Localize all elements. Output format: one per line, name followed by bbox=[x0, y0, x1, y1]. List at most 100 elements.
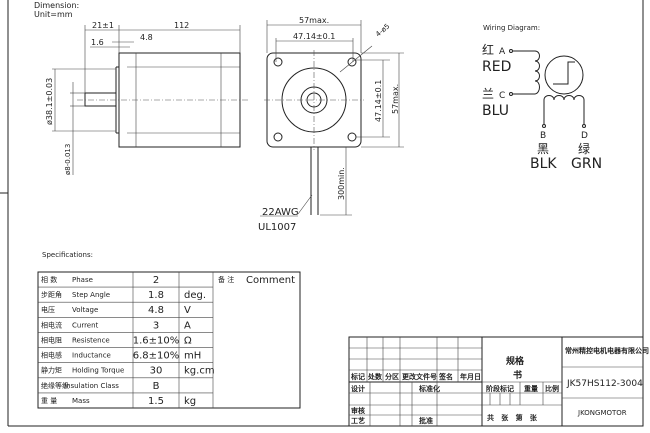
spec-row: 相电感 Inductance 6.8±10% mH bbox=[41, 351, 201, 362]
comment-label: Comment bbox=[246, 275, 295, 286]
spec-label-en: Voltage bbox=[72, 306, 98, 314]
wire-d-color: GRN bbox=[571, 156, 602, 172]
title-block-headers: 标记处数分区更改文件号签名年月日 bbox=[350, 372, 481, 381]
wire-c-letter: C bbox=[499, 91, 505, 101]
side-view bbox=[52, 25, 248, 175]
wire-a-cn: 红 bbox=[482, 42, 494, 57]
spec-label-en: Phase bbox=[72, 276, 93, 284]
spec-value: 6.8±10% bbox=[133, 351, 180, 362]
tb-review: 审核 bbox=[351, 406, 365, 415]
tb-company: 常州精控电机电器有限公司 bbox=[565, 346, 649, 355]
dim-57-top: 57max. bbox=[299, 16, 329, 25]
tb-header: 处数 bbox=[367, 372, 383, 381]
tb-scale: 比例 bbox=[545, 384, 559, 393]
spec-label-en: Holding Torque bbox=[72, 367, 124, 375]
tb-process: 工艺 bbox=[351, 416, 365, 425]
spec-label-cn: 相电流 bbox=[41, 320, 62, 329]
wire-d-cn: 绿 bbox=[578, 141, 590, 156]
wiring-schematic bbox=[509, 49, 586, 128]
spec-label-cn: 相电阻 bbox=[41, 335, 62, 344]
tb-brand: JKONGMOTOR bbox=[577, 409, 627, 417]
wire-b-cn: 黑 bbox=[537, 142, 549, 156]
spec-label-en: Mass bbox=[72, 397, 90, 405]
wiring-title: Wiring Diagram: bbox=[483, 24, 540, 32]
dim-1-6: 1.6 bbox=[91, 38, 104, 47]
spec-label-en: Inductance bbox=[72, 352, 111, 360]
spec-value: 1.8 bbox=[148, 290, 164, 301]
spec-label-cn: 相 数 bbox=[41, 275, 57, 284]
spec-value: 4.8 bbox=[148, 305, 164, 316]
spec-unit: mH bbox=[184, 351, 201, 362]
dim-47-top: 47.14±0.1 bbox=[293, 32, 335, 41]
spec-label-cn: 重 量 bbox=[41, 397, 57, 405]
spec-row: 静力矩 Holding Torque 30 kg.cm bbox=[41, 366, 215, 377]
spec-unit: V bbox=[184, 305, 191, 316]
spec-unit: Ω bbox=[184, 335, 192, 346]
dim-4-8: 4.8 bbox=[140, 33, 153, 42]
spec-label-en: Current bbox=[72, 321, 99, 329]
wire-c-color: BLU bbox=[482, 103, 509, 119]
wire-gauge: 22AWG bbox=[262, 207, 299, 218]
tb-header: 标记 bbox=[350, 372, 365, 381]
spec-value: B bbox=[153, 381, 160, 392]
sheet-frame bbox=[0, 0, 644, 427]
dimension-label: Dimension: bbox=[34, 1, 79, 10]
tb-design: 设计 bbox=[351, 384, 365, 393]
spec-unit: deg. bbox=[184, 290, 206, 301]
spec-unit: kg.cm bbox=[184, 366, 215, 377]
spec-label-cn: 静力矩 bbox=[41, 366, 62, 375]
spec-label-en: Insulation Class bbox=[64, 382, 119, 390]
spec-row: 重 量 Mass 1.5 kg bbox=[41, 396, 196, 407]
wire-type: UL1007 bbox=[258, 222, 296, 233]
specs-title: Specifications: bbox=[42, 251, 93, 259]
dim-57-side: 57max. bbox=[391, 84, 400, 114]
tb-header: 年月日 bbox=[460, 372, 481, 381]
spec-label-en: Resistence bbox=[72, 336, 110, 344]
tb-header: 更改文件号 bbox=[402, 372, 437, 381]
spec-row: 电压 Voltage 4.8 V bbox=[41, 305, 191, 316]
spec-label-cn: 绝缘等级 bbox=[41, 381, 69, 390]
tb-approve: 批准 bbox=[419, 416, 433, 425]
tb-doc-title-1: 规格 bbox=[506, 355, 525, 367]
spec-unit: A bbox=[184, 320, 191, 331]
spec-label-cn: 电压 bbox=[41, 305, 55, 314]
tb-part-number: JK57HS112-3004 bbox=[566, 379, 643, 389]
comment-label-cn: 备 注 bbox=[218, 275, 234, 284]
spec-row: 相电阻 Resistence 1.6±10% Ω bbox=[41, 335, 192, 346]
dim-21: 21±1 bbox=[92, 21, 114, 30]
specs-table bbox=[37, 271, 301, 409]
wire-a-color: RED bbox=[482, 59, 511, 75]
tb-header: 签名 bbox=[438, 372, 453, 381]
unit-label: Unit=mm bbox=[34, 10, 73, 19]
spec-value: 3 bbox=[153, 320, 159, 331]
spec-value: 1.6±10% bbox=[133, 335, 180, 346]
spec-unit: kg bbox=[184, 396, 196, 407]
dim-holes: 4-ø5 bbox=[374, 22, 391, 38]
tb-weight: 重量 bbox=[524, 384, 538, 393]
dim-boss: ø38.1±0.03 bbox=[45, 78, 54, 125]
tb-doc-title-2: 书 bbox=[513, 369, 522, 381]
tb-sheets: 共 张 第 张 bbox=[487, 413, 538, 422]
dim-shaft: ø8-0.013 bbox=[64, 144, 72, 175]
dim-47-side: 47.14±0.1 bbox=[374, 80, 383, 122]
spec-row: 相 数 Phase 2 bbox=[41, 275, 159, 286]
spec-label-cn: 步距角 bbox=[41, 290, 62, 299]
wire-c-cn: 兰 bbox=[482, 87, 494, 101]
tb-header: 分区 bbox=[385, 372, 399, 381]
spec-row: 相电流 Current 3 A bbox=[41, 320, 191, 331]
wire-d-letter: D bbox=[581, 131, 588, 141]
wire-a-letter: A bbox=[499, 47, 506, 57]
tb-standardize: 标准化 bbox=[418, 384, 440, 393]
spec-value: 30 bbox=[150, 366, 163, 377]
wire-b-letter: B bbox=[540, 131, 546, 141]
dim-lead-length: 300min. bbox=[337, 167, 346, 200]
spec-label-cn: 相电感 bbox=[41, 351, 62, 360]
spec-value: 1.5 bbox=[148, 396, 164, 407]
spec-value: 2 bbox=[153, 275, 159, 286]
title-block bbox=[348, 336, 644, 427]
dim-112: 112 bbox=[174, 21, 189, 30]
